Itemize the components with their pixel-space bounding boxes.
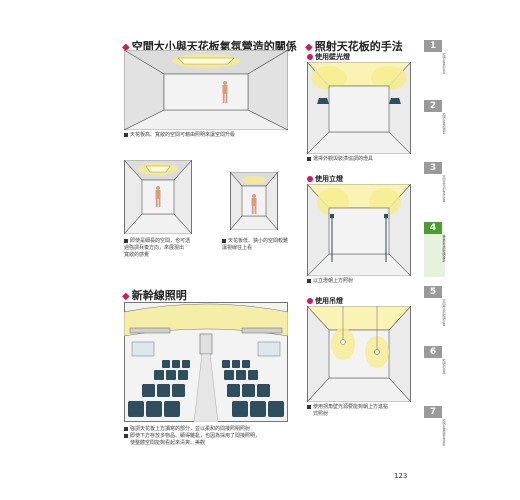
illustration-floor-lamp-room: [307, 184, 411, 276]
square-bullet-icon: [307, 404, 311, 409]
illustration-narrow-tall-room: [124, 160, 192, 234]
caption-shinkansen: 強調天花板上方讀寫的部分，並以柔和的間接照明照射 即使下方存放多物品、顯得雜亂，…: [124, 426, 300, 447]
section-title-ceiling-methods: ◆照射天花板的手法: [305, 40, 403, 53]
caption-pendant: 使用拐角壁光源要能夠朝上方進點 式照射: [307, 404, 419, 418]
chapter-tab-7[interactable]: 7 照明計畫與參考資料: [424, 406, 446, 459]
section-title-shinkansen: ◆新幹線照明: [122, 289, 187, 302]
caption-low-room: 天花板低、狹小的空間較難 讓視線往上看: [222, 238, 289, 251]
caption-floor-lamp: 以立燈朝上方照射: [307, 278, 417, 285]
chapter-tab-1[interactable]: 1 照明計畫的基本: [424, 40, 446, 91]
square-bullet-icon: [124, 426, 128, 431]
caption-tall-wide-room: 天花板高、寬敞的空間可藉由照明來讓空間升級: [124, 132, 294, 139]
circle-bullet-icon: [307, 176, 313, 182]
chapter-tab-6[interactable]: 6 照明的道具: [424, 346, 446, 399]
chapter-tab-5[interactable]: 5 空間用途的照明計畫: [424, 286, 446, 339]
square-bullet-icon: [307, 156, 311, 161]
square-bullet-icon: [222, 238, 226, 243]
caption-narrow-room: 即使是細長的空間，也可透 過強調兵奏方向，來展現出 寬敞的感覺: [124, 238, 191, 258]
caption-wall-light: 選擇外觀與裝潢協調的燈具: [307, 156, 417, 163]
square-bullet-icon: [124, 238, 128, 243]
method-label-pendant: 使用吊燈: [307, 296, 343, 306]
illustration-pendant-room: [307, 306, 411, 402]
page-number: 123: [394, 472, 408, 480]
diamond-bullet-icon: ◆: [122, 42, 130, 53]
method-label-floor-lamp: 使用立燈: [307, 174, 343, 184]
method-label-wall-light: 使用壁光燈: [307, 52, 350, 62]
illustration-tall-wide-room: [124, 50, 288, 130]
square-bullet-icon: [307, 278, 311, 283]
diamond-bullet-icon: ◆: [305, 42, 313, 53]
circle-bullet-icon: [307, 54, 313, 60]
circle-bullet-icon: [307, 298, 313, 304]
chapter-tab-3[interactable]: 3 空間與光的有效計畫: [424, 162, 446, 215]
illustration-shinkansen-interior: [124, 302, 288, 422]
diamond-bullet-icon: ◆: [122, 291, 130, 302]
illustration-wall-light-room: [307, 62, 411, 154]
square-bullet-icon: [124, 132, 128, 137]
square-bullet-icon: [124, 433, 128, 438]
illustration-low-small-room: [230, 172, 278, 230]
chapter-tab-2[interactable]: 2 照明計畫的類型: [424, 100, 446, 151]
chapter-tab-4-active[interactable]: 4 營造氣氛的照明設計: [424, 222, 446, 277]
